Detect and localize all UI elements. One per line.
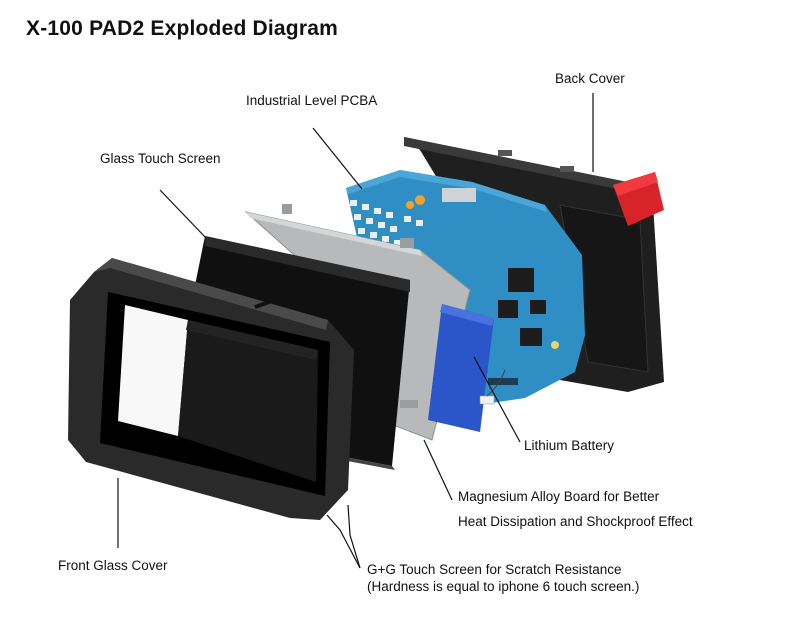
label-gg-line1: G+G Touch Screen for Scratch Resistance xyxy=(367,562,622,577)
leader-pcba xyxy=(312,127,363,190)
label-glass-touch-screen: Glass Touch Screen xyxy=(100,151,221,166)
red-corner-bumper xyxy=(613,172,664,226)
leader-glass-touch-screen xyxy=(159,189,207,239)
leader-gg-touch-screen-a xyxy=(326,514,361,569)
label-magnesium-line2: Heat Dissipation and Shockproof Effect xyxy=(458,514,693,529)
lithium-battery-part xyxy=(428,304,506,432)
diagram-title: X-100 PAD2 Exploded Diagram xyxy=(26,17,338,40)
label-front-glass-cover: Front Glass Cover xyxy=(58,558,168,573)
label-magnesium-line1: Magnesium Alloy Board for Better xyxy=(458,489,660,504)
leader-lithium-battery xyxy=(473,356,521,443)
front-glass-cover-part xyxy=(68,258,354,520)
leader-lines xyxy=(117,93,594,569)
label-pcba: Industrial Level PCBA xyxy=(246,93,378,108)
label-lithium-battery: Lithium Battery xyxy=(524,438,615,453)
label-back-cover: Back Cover xyxy=(555,71,625,86)
label-gg-line2: (Hardness is equal to iphone 6 touch scr… xyxy=(367,579,640,594)
leader-magnesium xyxy=(423,439,453,501)
leader-gg-touch-screen-b xyxy=(347,504,361,569)
